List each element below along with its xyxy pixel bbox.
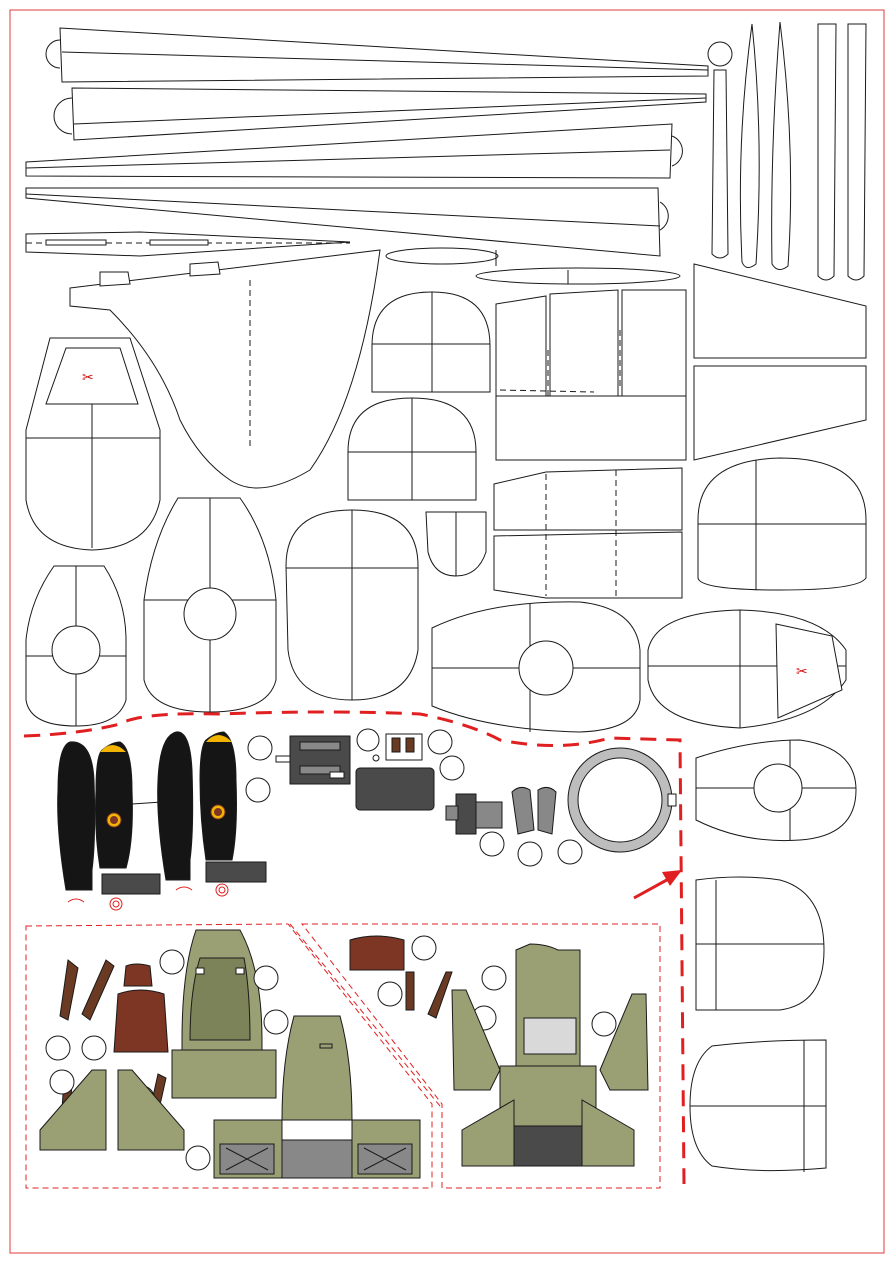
svg-text:✂: ✂: [796, 664, 808, 680]
engine-parts: [245, 728, 677, 867]
wing-strips: [25, 27, 709, 257]
former-parts: [25, 291, 867, 1172]
stabilizer-strips: [385, 21, 867, 285]
seat-parts-left: [39, 929, 421, 1179]
seat-parts-right: [349, 935, 649, 1167]
svg-text:✂: ✂: [82, 370, 94, 386]
swirl-icon: [67, 883, 229, 911]
fuselage-side-panel: [69, 249, 381, 489]
propeller-parts: [57, 731, 267, 895]
arrow-icon: [633, 870, 682, 900]
page-border: [9, 9, 885, 1254]
cut-lines: [23, 710, 686, 1189]
panel-parts: [493, 263, 867, 599]
